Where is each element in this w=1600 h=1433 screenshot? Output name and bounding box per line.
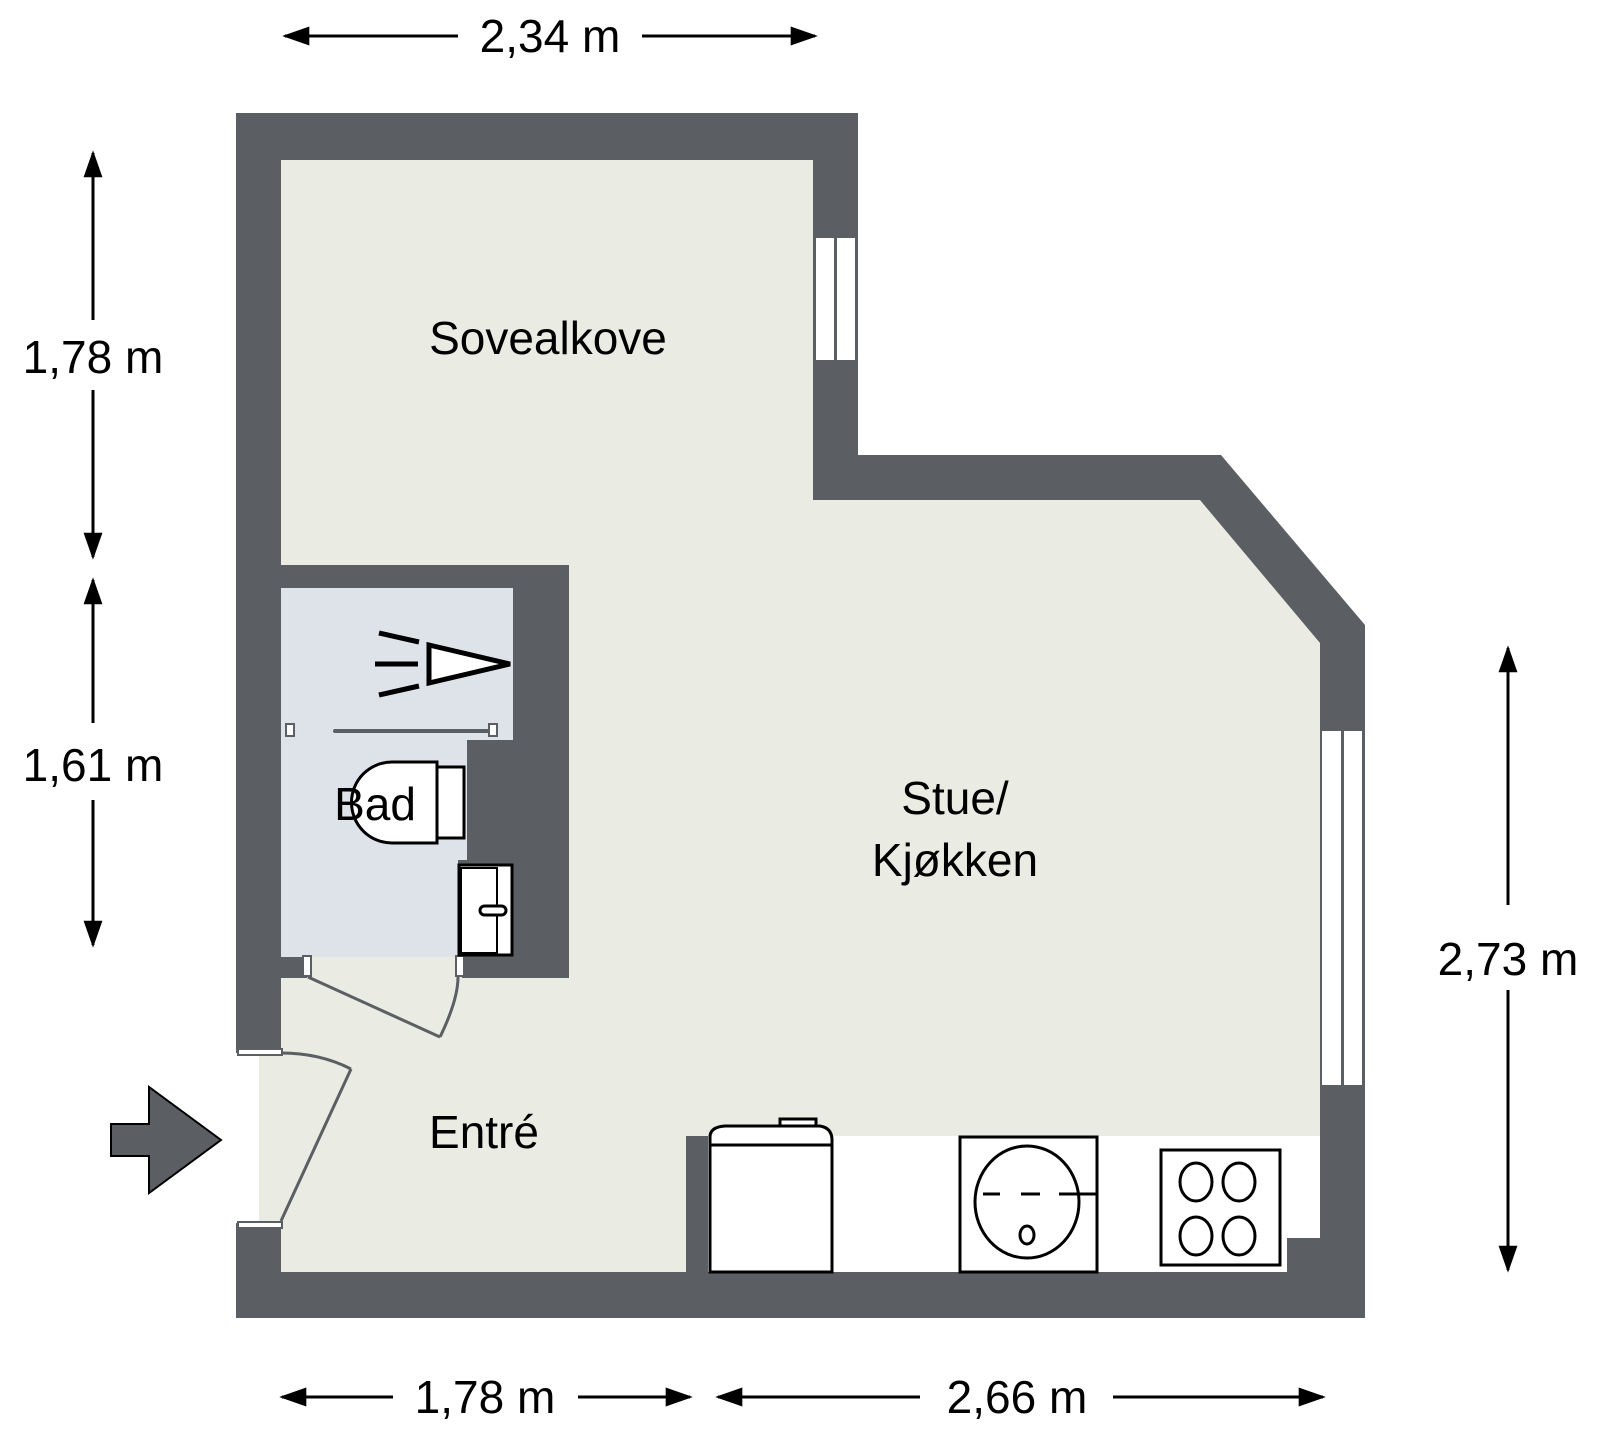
fridge-icon [708, 1117, 834, 1274]
door-jamb [455, 955, 465, 977]
cooktop-icon [1159, 1148, 1282, 1267]
entrance-floor [259, 1053, 284, 1223]
window-sovealkove [814, 236, 857, 362]
door-jamb [237, 1221, 283, 1229]
dimension-bottom-left-label: 1,78 m [415, 1371, 556, 1423]
kitchen-wall-stub [686, 1136, 708, 1272]
dimension-top-label: 2,34 m [480, 10, 621, 62]
entrance-door[interactable] [279, 1051, 353, 1222]
entrance-arrow-icon [110, 1085, 223, 1195]
window-stue [1320, 729, 1364, 1087]
door-jamb [237, 1048, 283, 1056]
room-label-kjokken: Kjøkken [872, 834, 1038, 886]
washing-machine-icon [958, 1135, 1099, 1274]
shower-partition [281, 723, 513, 737]
toilet-icon [350, 760, 466, 845]
floor-main [281, 160, 1320, 1272]
kitchen-wall-stub [1287, 1238, 1320, 1272]
room-label-sovealkove: Sovealkove [429, 312, 667, 364]
shower-icon [375, 630, 511, 698]
dimension-bottom-right-label: 2,66 m [947, 1371, 1088, 1423]
dimension-left-upper-label: 1,78 m [23, 331, 164, 383]
bathroom-doorway [307, 957, 462, 979]
room-label-bad: Bad [334, 778, 416, 830]
dimension-left-lower-label: 1,61 m [23, 739, 164, 791]
dimension-right-label: 2,73 m [1438, 933, 1579, 985]
sink-icon [457, 863, 514, 957]
bathroom-door[interactable] [307, 975, 460, 1039]
room-label-entre: Entré [429, 1106, 539, 1158]
door-jamb [302, 955, 312, 977]
room-label-stue: Stue/ [901, 772, 1009, 824]
